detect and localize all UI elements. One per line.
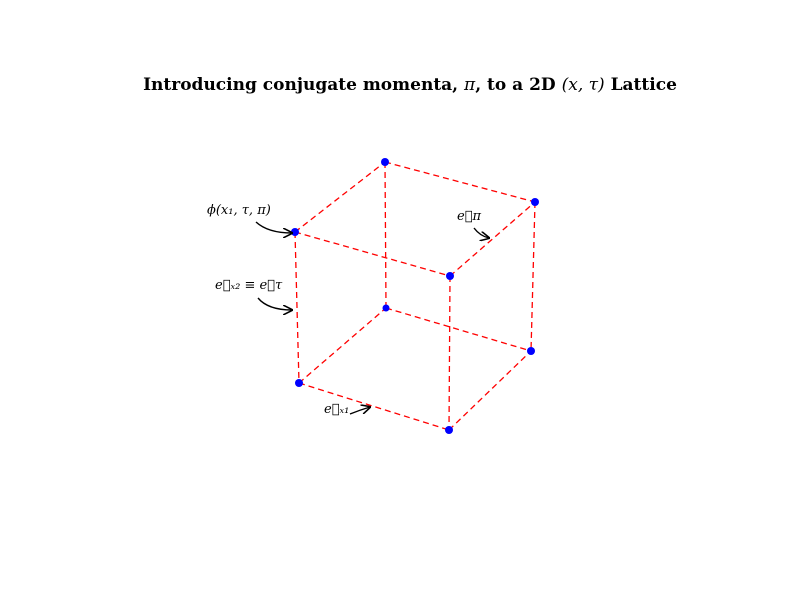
edge (384, 161, 387, 309)
lattice-node (531, 198, 539, 206)
e-x2-arrow (257, 297, 292, 310)
lattice-node (381, 158, 389, 166)
diagram-title: Introducing conjugate momenta, π, to a 2… (143, 75, 677, 95)
lattice-node (291, 228, 299, 236)
edge (298, 307, 387, 384)
edge (448, 275, 451, 431)
lattice-node (382, 304, 390, 312)
edge (294, 231, 300, 384)
phi-arrow (255, 221, 292, 233)
edge (294, 161, 386, 233)
phi-label: ϕ(x₁, τ, π) (207, 203, 271, 218)
edge (449, 201, 536, 277)
lattice-node (445, 426, 453, 434)
e-x2-label: e⃗ₓ₂ ≡ e⃗τ (215, 278, 283, 293)
lattice-nodes (291, 158, 539, 434)
lattice-node (527, 347, 535, 355)
e-pi-arrow (473, 227, 489, 238)
lattice-node (446, 272, 454, 280)
edge (530, 201, 536, 352)
edge (294, 231, 451, 277)
cube-edges (294, 161, 536, 431)
e-x1-label: e⃗ₓ₁ (324, 402, 349, 417)
edge (298, 382, 450, 431)
e-x1-arrow (349, 407, 370, 415)
edge (448, 350, 532, 431)
edge (384, 161, 536, 203)
edge (385, 307, 532, 352)
e-pi-label: e⃗π (457, 209, 481, 224)
lattice-node (295, 379, 303, 387)
